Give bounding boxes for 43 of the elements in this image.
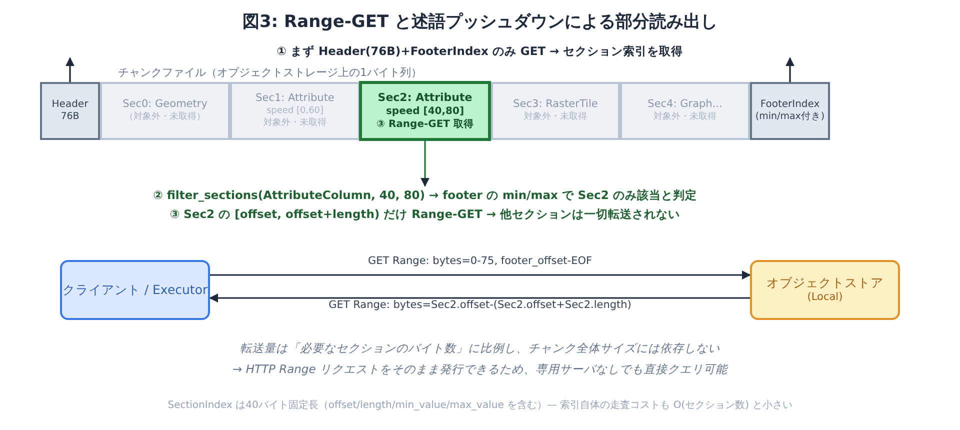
section-box [100,82,230,140]
arrow [420,141,430,187]
step-note: ① まず Header(76B)+FooterIndex のみ GET → セクション索引を取得 [276,44,684,58]
strip-caption: チャンクファイル（オブジェクトストレージ上の1バイト列） [118,66,422,79]
section-box [491,82,620,140]
note-text: → HTTP Range リクエストをそのまま発行できるため、専用サーバなしでも直接クエリ可能 [232,362,728,376]
section-label: Sec0: Geometry [122,98,208,112]
client-box [60,260,210,320]
section-box [620,82,750,140]
index-box [40,82,100,140]
box-label: FooterIndex [760,98,820,112]
footnote: SectionIndex は40バイト固定長（offset/length/min_value/max_value を含む）— 索引自体の走査コストも O(セクション数) と小さい [168,400,792,411]
box-label: (min/max付き) [755,111,825,124]
section-label: 対象外・未取得 [264,118,326,130]
section-label: speed [40,80] [386,105,464,118]
section-label: （対象外・未取得） [124,112,206,124]
edge-label: GET Range: bytes=Sec2.offset-(Sec2.offset+Sec2.length) [328,299,632,311]
box-label: クライアント / Executor [62,282,208,298]
box-label: オブジェクトストア [766,275,884,292]
section-label: ③ Range-GET 取得 [376,118,474,132]
edge-label: GET Range: bytes=0-75, footer_offset-EOF [366,255,594,267]
section-label: Sec3: RasterTile [513,98,598,112]
arrow [210,270,751,280]
arrow [209,294,750,302]
selected-section-box [359,81,491,141]
section-label: Sec1: Attribute [256,92,334,106]
step-text: ③ Sec2 の [offset, offset+length) だけ Range-GET → 他セクションは一切転送されない [170,207,680,222]
arrow [786,57,794,82]
section-box [230,82,360,140]
arrow [66,57,74,82]
box-label: 76B [60,111,80,124]
index-box [750,82,830,140]
section-label: 対象外・未取得 [524,112,587,124]
section-label: speed [0,60] [266,106,324,118]
box-label: Header [52,98,88,112]
section-label: Sec2: Attribute [378,90,472,106]
storage-box [750,260,900,320]
note-text: 転送量は「必要なセクションのバイト数」に比例し、チャンク全体サイズには依存しない [240,341,720,355]
title: 図3: Range-GET と述語プッシュダウンによる部分読み出し [241,11,719,33]
box-label: (Local) [807,291,843,305]
section-label: 対象外・未取得 [654,112,716,124]
step-text: ② filter_sections(AttributeColumn, 40, 80) → footer の min/max で Sec2 のみ該当と判定 [153,188,697,203]
section-label: Sec4: Graph... [648,98,722,112]
